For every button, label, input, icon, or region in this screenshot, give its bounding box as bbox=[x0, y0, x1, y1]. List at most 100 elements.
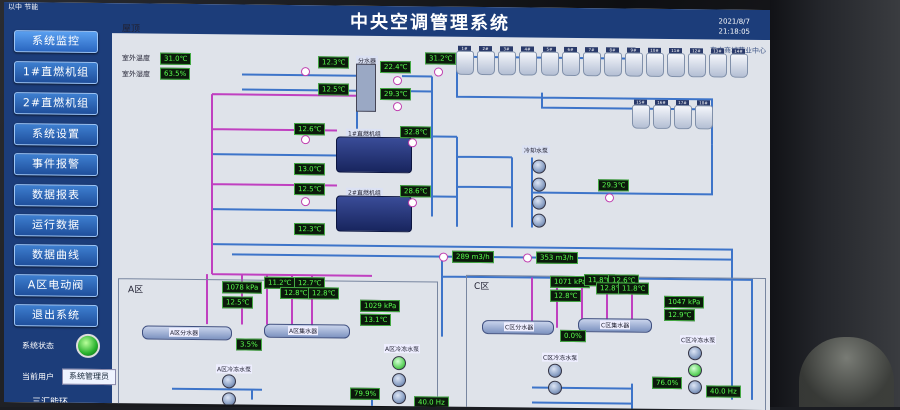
cooling-tower-icon[interactable]: 1# bbox=[456, 45, 474, 75]
nav-exit[interactable]: 退出系统 bbox=[14, 304, 98, 327]
status-label: 系统状态 bbox=[22, 341, 54, 351]
outdoor-hum-value: 63.5% bbox=[160, 67, 191, 80]
screen: 以中 节能 系统监控 1#直燃机组 2#直燃机组 系统设置 事件报警 数据报表 … bbox=[4, 2, 770, 410]
nav-reports[interactable]: 数据报表 bbox=[14, 184, 98, 207]
chilled-pump-icon[interactable] bbox=[392, 373, 406, 388]
gauge-icon bbox=[523, 253, 532, 263]
zone-a-pump-label-2: A区冷冻水泵 bbox=[384, 343, 421, 354]
zone-a-distributor-label: A区分水器 bbox=[169, 327, 200, 338]
chilled-pump-icon[interactable] bbox=[548, 380, 562, 395]
chilled-pump-icon[interactable] bbox=[392, 390, 406, 405]
time: 21:18:05 bbox=[718, 27, 750, 36]
nav-system-settings[interactable]: 系统设置 bbox=[14, 123, 98, 146]
reading-10: 28.6℃ bbox=[400, 185, 432, 198]
chilled-pump-icon[interactable] bbox=[688, 363, 702, 378]
cooling-tower-icon[interactable]: 10# bbox=[646, 47, 664, 77]
chilled-pump-icon[interactable] bbox=[688, 380, 702, 395]
chilled-pump-icon[interactable] bbox=[548, 363, 562, 378]
page-title: 中央空调管理系统 bbox=[350, 11, 510, 35]
cooling-tower-icon[interactable]: 15# bbox=[632, 99, 650, 129]
nav-system-monitor[interactable]: 系统监控 bbox=[14, 30, 98, 53]
zone-a-valve-open: 3.5% bbox=[236, 338, 262, 351]
zone-c-temp-1: 12.8℃ bbox=[550, 289, 582, 303]
zone-c-freq: 40.0 Hz bbox=[706, 385, 741, 398]
user-label: 当前用户 bbox=[22, 372, 54, 382]
chilled-pump-icon[interactable] bbox=[392, 356, 406, 371]
chiller-1[interactable] bbox=[336, 136, 412, 174]
nav-chiller-1[interactable]: 1#直燃机组 bbox=[14, 61, 98, 84]
zone-c-collector-label: C区集水器 bbox=[600, 320, 631, 330]
cooling-tower-icon[interactable]: 4# bbox=[519, 46, 537, 76]
zone-c-pressure-2: 1047 kPa bbox=[664, 295, 705, 309]
zone-c-valve-open: 0.0% bbox=[560, 329, 586, 343]
cooling-tower-icon[interactable]: 17# bbox=[674, 100, 692, 130]
cooling-tower-icon[interactable]: 8# bbox=[604, 47, 622, 77]
chiller-2[interactable] bbox=[336, 195, 412, 233]
chilled-pump-icon[interactable] bbox=[222, 392, 236, 407]
nav-chiller-2[interactable]: 2#直燃机组 bbox=[14, 92, 98, 115]
status-indicator-icon bbox=[76, 333, 100, 359]
reading-2: 12.5℃ bbox=[318, 83, 350, 96]
outdoor-temp-label: 室外温度 bbox=[122, 54, 150, 63]
nav-zone-a-valve[interactable]: A区电动阀 bbox=[14, 274, 98, 297]
reading-5: 31.2℃ bbox=[425, 52, 457, 65]
reading-3: 22.4℃ bbox=[380, 60, 412, 74]
date: 2021/8/7 bbox=[718, 17, 750, 26]
zone-a-temp-4: 12.8℃ bbox=[280, 286, 312, 300]
gauge-icon bbox=[393, 102, 402, 112]
cooling-tower-icon[interactable]: 9# bbox=[625, 47, 643, 77]
zone-c-pump-label-2: C区冷冻水泵 bbox=[680, 335, 717, 345]
reading-1: 12.3℃ bbox=[318, 56, 350, 69]
nav-run-data[interactable]: 运行数据 bbox=[14, 214, 98, 237]
chilled-pump-icon[interactable] bbox=[222, 374, 236, 389]
zone-c-valve-2: 76.0% bbox=[652, 376, 683, 390]
outdoor-temp-value: 31.0℃ bbox=[160, 52, 192, 65]
pipe-magenta bbox=[211, 93, 372, 277]
top-left-text: 以中 节能 bbox=[8, 3, 39, 12]
cooling-tower-icon[interactable]: 11# bbox=[667, 47, 685, 78]
roof-label: 屋顶 bbox=[122, 24, 141, 35]
cooling-tower-icon[interactable]: 3# bbox=[498, 46, 516, 76]
reading-7: 32.8℃ bbox=[400, 126, 432, 139]
gauge-icon bbox=[408, 138, 417, 148]
pipe-blue bbox=[212, 135, 713, 228]
cooling-tower-icon[interactable]: 6# bbox=[562, 46, 580, 77]
gauge-icon bbox=[301, 67, 310, 77]
current-user: 系统管理员 bbox=[62, 368, 116, 386]
reading-12: 29.3℃ bbox=[598, 179, 630, 192]
zone-c-distributor-label: C区分水器 bbox=[504, 322, 535, 332]
cooling-pump-icon[interactable] bbox=[532, 195, 546, 210]
reading-9: 12.5℃ bbox=[294, 183, 326, 196]
gauge-icon bbox=[439, 252, 448, 262]
cooling-tower-icon[interactable]: 7# bbox=[583, 47, 601, 77]
nav-alarms[interactable]: 事件报警 bbox=[14, 153, 98, 176]
zone-a-temp-1: 12.5℃ bbox=[222, 296, 254, 309]
cooling-tower-icon[interactable]: 18# bbox=[695, 100, 713, 130]
flow-1: 289 m3/h bbox=[452, 250, 494, 264]
zone-a-temp-5: 12.8℃ bbox=[308, 287, 340, 300]
reading-6: 12.6℃ bbox=[294, 123, 326, 136]
zone-a-pump-label-1: A区冷冻水泵 bbox=[216, 364, 253, 374]
cooling-tower-icon[interactable]: 14# bbox=[730, 48, 748, 78]
zone-a-label: A区 bbox=[128, 285, 144, 296]
nav-curves[interactable]: 数据曲线 bbox=[14, 244, 98, 267]
pipe-magenta bbox=[531, 277, 633, 329]
zone-a-valve-2: 79.9% bbox=[350, 387, 381, 400]
zone-a-pressure-1: 1078 kPa bbox=[222, 281, 263, 294]
cooling-tower-icon[interactable]: 16# bbox=[653, 99, 671, 129]
cooling-tower-icon[interactable]: 13# bbox=[709, 48, 727, 78]
distributor-box bbox=[356, 63, 376, 112]
cooling-tower-icon[interactable]: 2# bbox=[477, 45, 495, 76]
gauge-icon bbox=[301, 197, 310, 207]
chilled-pump-icon[interactable] bbox=[688, 346, 702, 361]
outdoor-hum-label: 室外湿度 bbox=[122, 70, 150, 79]
zone-a-pressure-2: 1029 kPa bbox=[360, 299, 401, 313]
cooling-tower-icon[interactable]: 5# bbox=[541, 46, 559, 76]
zone-a-collector-label: A区集水器 bbox=[288, 325, 319, 336]
zone-c-temp-6: 12.9℃ bbox=[664, 308, 696, 322]
cooling-pump-icon[interactable] bbox=[532, 213, 546, 228]
cooling-pump-icon[interactable] bbox=[532, 177, 546, 192]
gauge-icon bbox=[434, 67, 443, 77]
cooling-tower-icon[interactable]: 12# bbox=[688, 48, 706, 78]
cooling-pump-icon[interactable] bbox=[532, 159, 546, 174]
